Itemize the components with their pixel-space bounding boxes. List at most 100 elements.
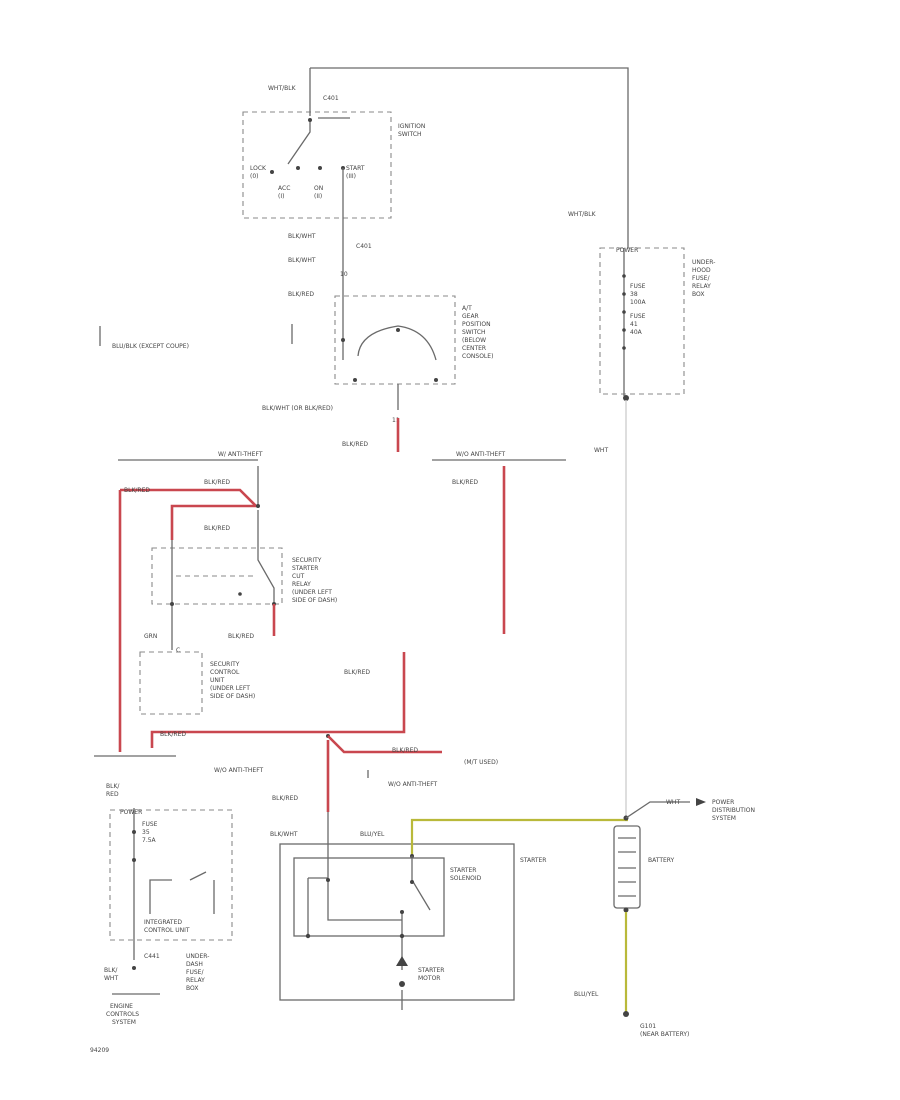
- label-wo-antitheft-3: W/O ANTI-THEFT: [388, 781, 438, 788]
- label-blk-red-4: BLK/RED: [124, 487, 150, 494]
- solenoid-return: [307, 877, 328, 936]
- label-blk-red-5: BLK/RED: [204, 479, 230, 486]
- label-blk-red-7: BLK/RED: [228, 633, 254, 640]
- node: [238, 592, 242, 596]
- solenoid-contact: [411, 856, 431, 911]
- node: [623, 907, 629, 913]
- starter-outer-box: [279, 843, 515, 1001]
- node: [622, 328, 626, 332]
- label-blk-red-11: BLK/RED: [272, 795, 298, 802]
- starter-solenoid-box: [293, 857, 445, 937]
- wire-wht-power-dist: [625, 801, 690, 819]
- label-lock: LOCK (0): [250, 165, 268, 180]
- starter: BLK/WHT BLU/YEL STARTER STARTER SOLENOID…: [270, 812, 628, 1010]
- node: [256, 504, 260, 508]
- label-wht-2: WHT: [666, 799, 680, 806]
- ignition-switch: WHT/BLK C401 IGNITION SWITCH LOCK (0) AC…: [242, 67, 629, 248]
- at-switch-arc: [357, 325, 437, 361]
- label-wo-antitheft-2: W/O ANTI-THEFT: [214, 767, 264, 774]
- node: [396, 328, 400, 332]
- wire-blk-red-relay-feed: [170, 504, 258, 540]
- node: [622, 310, 626, 314]
- node: [341, 338, 345, 342]
- anti-theft-section: W/ ANTI-THEFT W/O ANTI-THEFT BLK/RED BLK…: [94, 451, 566, 812]
- label-blu-yel-starter: BLU/YEL: [360, 831, 385, 838]
- motor-symbol: [396, 956, 408, 966]
- label-blk-wht-or: BLK/WHT (OR BLK/RED): [262, 405, 333, 412]
- label-blk-wht-2: BLK/WHT: [288, 257, 316, 264]
- ground-g101: [623, 1011, 629, 1017]
- node: [308, 118, 312, 122]
- node: [326, 878, 330, 882]
- label-at-gear-switch: A/T GEAR POSITION SWITCH (BELOW CENTER C…: [462, 305, 493, 360]
- label-blkred-left: BLK/ RED: [106, 783, 121, 798]
- node: [622, 346, 626, 350]
- under-dash-fuse-box: BLK/ RED POWER FUSE 35 7.5A INTEGRATED C…: [90, 783, 233, 1054]
- label-acc: ACC (I): [278, 185, 292, 200]
- security-relay-box: [151, 547, 283, 605]
- label-blk-red-1: BLK/RED: [288, 291, 314, 298]
- wire-blk-red-top-run: [120, 488, 257, 507]
- label-blk-wht-starter: BLK/WHT: [270, 831, 298, 838]
- node: [132, 858, 136, 862]
- label-under-dash-box: UNDER- DASH FUSE/ RELAY BOX: [186, 953, 211, 992]
- at-switch-box: [334, 295, 456, 385]
- node: [400, 910, 404, 914]
- node: [353, 378, 357, 382]
- label-on: ON (II): [314, 185, 325, 200]
- node: [170, 602, 174, 606]
- label-engine-controls: ENGINE CONTROLS SYSTEM: [106, 1003, 141, 1026]
- label-blk-red-2: BLK/RED: [342, 441, 368, 448]
- label-blk-red-9: BLK/RED: [160, 731, 186, 738]
- security-control-box: [139, 651, 203, 715]
- node: [622, 292, 626, 296]
- node: [305, 933, 311, 939]
- label-blk-red-6: BLK/RED: [204, 525, 230, 532]
- node: [434, 378, 438, 382]
- wire-blk-red-return: [150, 652, 406, 748]
- label-battery: BATTERY: [648, 857, 675, 864]
- label-c441: C441: [144, 953, 160, 960]
- solenoid-coil-wire: [327, 812, 402, 921]
- label-power-dist: POWER DISTRIBUTION SYSTEM: [712, 799, 757, 822]
- label-blk-wht-bottom: BLK/ WHT: [104, 967, 119, 982]
- label-starter-motor: STARTER MOTOR: [418, 967, 446, 982]
- label-c10: 10: [340, 271, 348, 278]
- ignition-switch-box: [242, 111, 392, 219]
- security-relay-contact: [257, 510, 275, 604]
- label-security-control: SECURITY CONTROL UNIT (UNDER LEFT SIDE O…: [210, 661, 255, 700]
- under-hood-fuse-box: WHT/BLK POWER FUSE 38 100A FUSE 41 40A U…: [568, 211, 757, 1038]
- label-with-antitheft: W/ ANTI-THEFT: [218, 451, 263, 458]
- label-starter: STARTER: [520, 857, 546, 864]
- motor-ground: [399, 981, 405, 987]
- label-mt-used: (M/T USED): [464, 759, 498, 766]
- wire-blk-red-mt: [327, 735, 442, 754]
- wire-blu-yel-battery: [410, 818, 628, 856]
- except-coupe-brackets: [99, 324, 293, 346]
- label-wo-antitheft-1: W/O ANTI-THEFT: [456, 451, 506, 458]
- label-integrated: INTEGRATED CONTROL UNIT: [144, 919, 190, 934]
- label-start: START (III): [346, 165, 366, 180]
- label-c11: 11: [392, 417, 400, 424]
- label-starter-solenoid: STARTER SOLENOID: [450, 867, 482, 882]
- under-hood-box: [599, 247, 685, 395]
- node: [296, 166, 300, 170]
- label-under-hood-inner: POWER FUSE 38 100A FUSE 41 40A: [616, 247, 647, 336]
- at-gear-position-switch: BLK/WHT C401 BLK/WHT 10 BLK/RED A/T GEAR…: [99, 168, 493, 452]
- arrow-icon: [696, 798, 706, 806]
- node: [270, 170, 274, 174]
- node: [410, 880, 414, 884]
- label-grn: GRN: [144, 633, 157, 640]
- node: [132, 830, 136, 834]
- label-ref-code: 94209: [90, 1047, 109, 1054]
- label-wht-1: WHT: [594, 447, 608, 454]
- label-security-relay: SECURITY STARTER CUT RELAY (UNDER LEFT S…: [292, 557, 337, 604]
- ignition-contact: [287, 120, 311, 165]
- wire-wht-blk-top: [310, 67, 629, 248]
- label-g101: G101 (NEAR BATTERY): [640, 1023, 689, 1038]
- label-c401-top: C401: [323, 95, 339, 102]
- node: [622, 274, 626, 278]
- label-except-coupe: BLU/BLK (EXCEPT COUPE): [112, 343, 189, 350]
